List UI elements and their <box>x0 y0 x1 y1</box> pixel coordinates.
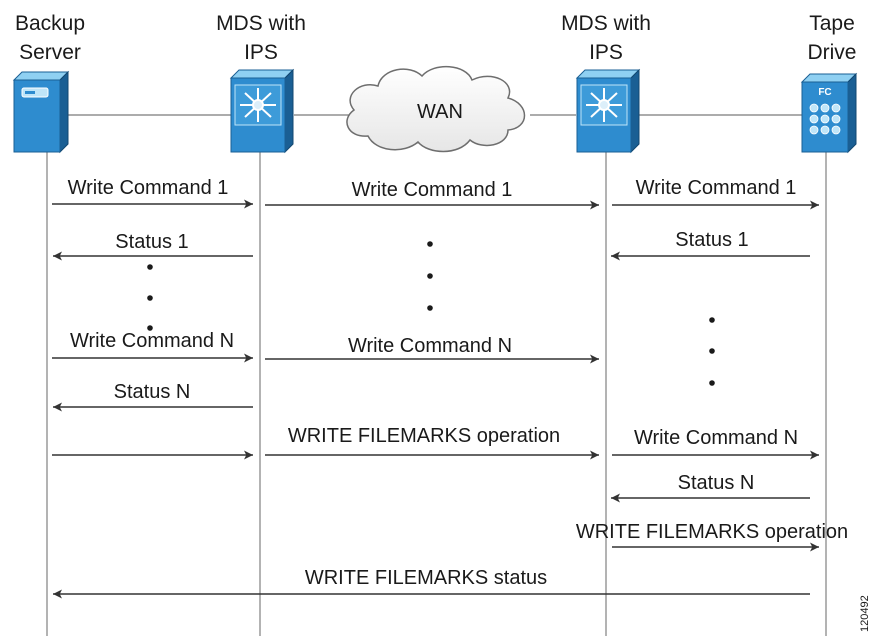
message-label: Write Command 1 <box>352 179 513 201</box>
header-line1: MDS with <box>561 12 651 35</box>
message-label: WRITE FILEMARKS status <box>305 567 547 589</box>
switch-icon <box>229 68 295 154</box>
header-line2: IPS <box>244 41 278 64</box>
message-status-1: Status 1 <box>53 231 253 261</box>
figure-id: 120492 <box>859 595 871 632</box>
header-line1: MDS with <box>216 12 306 35</box>
message-label: Write Command N <box>70 330 234 352</box>
ellipsis-dots <box>709 317 715 386</box>
ellipsis-dots <box>147 264 153 331</box>
message-status-n: Status N <box>53 381 253 412</box>
header-line2: IPS <box>589 41 623 64</box>
message-write-command-n: Write Command N <box>612 427 819 460</box>
message-label: WRITE FILEMARKS operation <box>288 425 560 447</box>
header-mds-left: MDS with IPS <box>216 12 306 64</box>
message-label: Write Command 1 <box>636 177 797 199</box>
tape-badge: FC <box>818 87 831 98</box>
ellipsis-dots <box>427 241 433 311</box>
message-label: Write Command N <box>348 335 512 357</box>
message-label: Status N <box>678 472 755 494</box>
switch-icon <box>575 68 641 154</box>
message-label: Status 1 <box>675 229 748 251</box>
cloud-icon: WAN <box>346 65 526 153</box>
message-label: Write Command 1 <box>68 177 229 199</box>
header-line2: Server <box>19 41 81 64</box>
message-status-n: Status N <box>611 472 810 503</box>
message-write-command-n: Write Command N <box>52 330 253 363</box>
message-write-command-n: Write Command N <box>265 335 599 364</box>
message-label: Status 1 <box>115 231 188 253</box>
header-tape-drive: Tape Drive <box>807 12 856 64</box>
server-icon <box>12 70 70 154</box>
message-write-filemarks-operation: WRITE FILEMARKS operation <box>576 521 848 552</box>
message-status-1: Status 1 <box>611 229 810 261</box>
message-write-command-1: Write Command 1 <box>52 177 253 209</box>
header-line1: Backup <box>15 12 85 35</box>
message-label: WRITE FILEMARKS operation <box>576 521 848 543</box>
wan-label: WAN <box>417 101 463 123</box>
message-write-filemarks-status: WRITE FILEMARKS status <box>53 567 810 599</box>
header-backup-server: Backup Server <box>15 12 85 64</box>
message-write-filemarks-operation: WRITE FILEMARKS operation <box>265 425 599 460</box>
message-write-command-1: Write Command 1 <box>265 179 599 210</box>
tape-drive-icon: FC <box>800 72 858 154</box>
message-label: Status N <box>114 381 191 403</box>
message-label: Write Command N <box>634 427 798 449</box>
message-write-command-1: Write Command 1 <box>612 177 819 210</box>
header-mds-right: MDS with IPS <box>561 12 651 64</box>
header-line2: Drive <box>807 41 856 64</box>
header-line1: Tape <box>809 12 855 35</box>
